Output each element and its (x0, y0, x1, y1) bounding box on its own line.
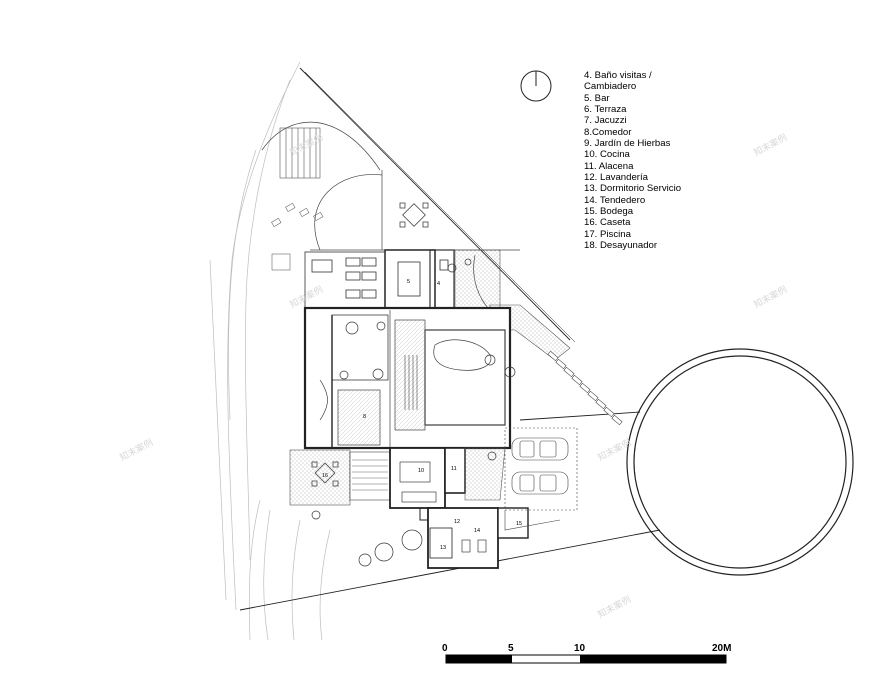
scale-label-10: 10 (574, 643, 586, 654)
legend-item-14: 14. Tendedero (584, 194, 646, 206)
legend-item-5: 5. Bar (584, 92, 610, 104)
stepping-stones-top (271, 202, 324, 271)
room-numbers: 5 4 8 10 11 12 13 14 15 16 (322, 279, 522, 551)
room-number-15: 15 (516, 521, 522, 527)
stepping-stones-right (547, 350, 623, 426)
legend-item-6: 6. Terraza (584, 104, 627, 116)
upper-terrace (304, 249, 455, 309)
legend-item-15: 15. Bodega (584, 206, 634, 218)
site-boundary (239, 67, 661, 611)
legend-item-10: 10. Cocina (584, 149, 630, 161)
parking (504, 427, 578, 531)
legend-item-17: 17. Piscina (584, 228, 631, 240)
legend-item-13: 13. Dormitorio Servicio (584, 183, 682, 195)
roundabout (626, 348, 854, 576)
room-number-10: 10 (418, 468, 424, 474)
terrain-contours (209, 61, 331, 641)
legend-item-11: 11. Alacena (584, 160, 634, 172)
room-number-4: 4 (437, 281, 440, 287)
room-number-13: 13 (440, 545, 446, 551)
legend-item-4: 4. Baño visitas / (584, 70, 652, 81)
legend-item-9: 9. Jardín de Hierbas (584, 138, 671, 150)
north-arrow-icon (520, 70, 552, 102)
service-wing (419, 507, 529, 569)
room-number-14: 14 (474, 528, 480, 534)
legend-item-12: 12. Lavandería (584, 172, 649, 184)
room-number-12: 12 (454, 519, 460, 525)
scale-label-0: 0 (442, 643, 448, 654)
legend-item-4-cont: Cambiadero (584, 81, 637, 93)
outdoor-table-top (399, 202, 429, 228)
scale-bar (445, 654, 727, 664)
legend-item-16: 16. Caseta (584, 217, 631, 229)
lower-wing (289, 447, 506, 509)
legend-item-18: 18. Desayunador (584, 240, 658, 252)
scale-label-5: 5 (508, 643, 514, 654)
room-number-5: 5 (407, 279, 410, 285)
legend-item-8: 8.Comedor (584, 126, 632, 138)
outdoor-table-bottom (311, 461, 339, 487)
legend-item-7: 7. Jacuzzi (584, 115, 627, 127)
room-number-8: 8 (363, 414, 366, 420)
room-legend: 4. Baño visitas / Cambiadero 5. Bar 6. T… (584, 70, 681, 252)
room-number-16: 16 (322, 473, 328, 479)
scale-label-20m: 20M (712, 643, 732, 654)
room-number-11: 11 (451, 466, 457, 472)
herb-garden-grid (279, 127, 321, 179)
courtyard (424, 329, 506, 426)
